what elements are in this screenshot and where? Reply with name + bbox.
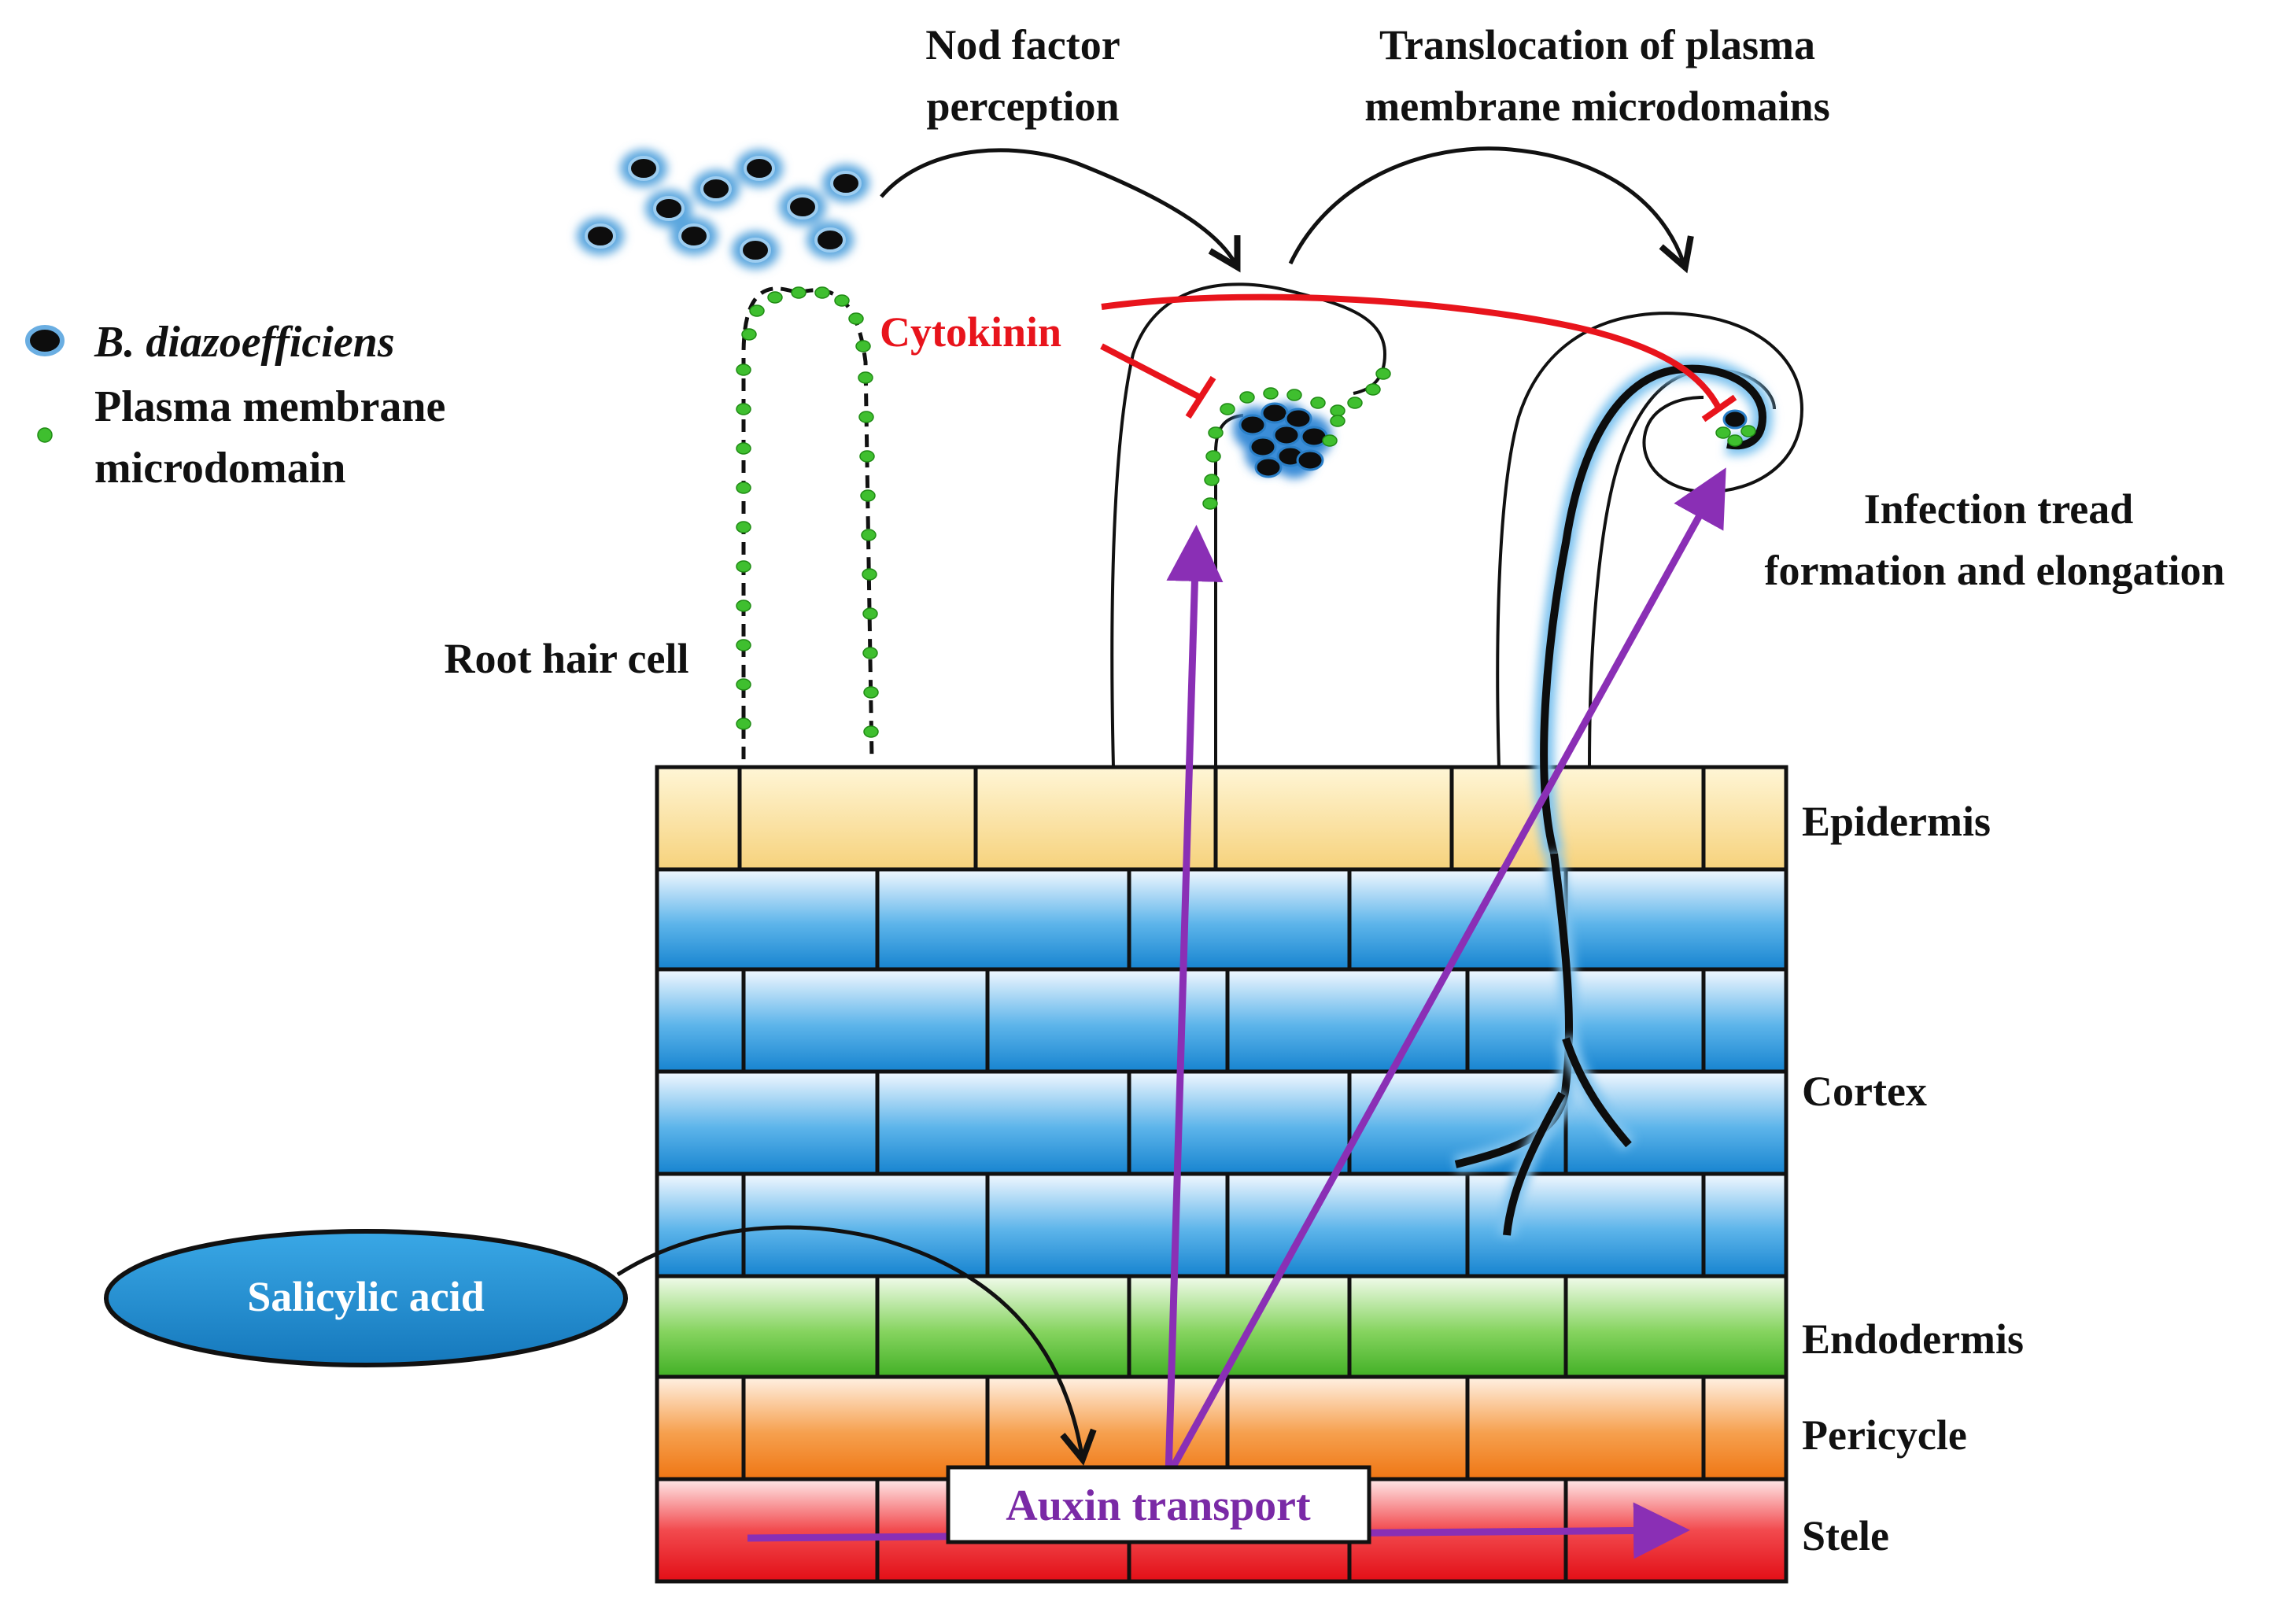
bacteria-cloud — [577, 149, 869, 269]
infection-thread — [1453, 358, 1774, 1237]
label-cortex: Cortex — [1802, 1068, 1927, 1115]
label-stele: Stele — [1802, 1512, 1889, 1559]
arrow-nod-factor — [880, 148, 1241, 273]
tissue-cortex — [655, 867, 1788, 1278]
legend: B. diazoefficiens Plasma membrane microd… — [25, 318, 445, 493]
microdomain-dots-2 — [1202, 367, 1391, 510]
tissue-pericycle — [655, 1374, 1788, 1481]
legend-microdomain-icon — [37, 427, 53, 443]
cytokinin-label: Cytokinin — [880, 308, 1061, 356]
legend-microdomain-label-1: Plasma membrane — [94, 382, 445, 431]
auxin-transport-label: Auxin transport — [1006, 1481, 1311, 1530]
label-pericycle: Pericycle — [1802, 1411, 1967, 1459]
nod-factor-label-1: Nod factor — [925, 21, 1120, 68]
cytokinin-inhibition — [1100, 293, 1737, 422]
salicylic-acid-node: Salicylic acid — [104, 1229, 628, 1367]
infection-label-2: formation and elongation — [1764, 547, 2224, 594]
arrow-salicylic — [616, 1225, 1097, 1466]
label-epidermis: Epidermis — [1802, 798, 1991, 845]
root-hair-3 — [1453, 312, 1804, 1237]
tissue-endodermis — [655, 1274, 1788, 1379]
legend-bacteria-icon — [25, 325, 65, 356]
translocation-label-1: Translocation of plasma — [1379, 21, 1815, 68]
root-hair-2 — [1110, 282, 1391, 768]
salicylic-acid-label: Salicylic acid — [247, 1273, 484, 1320]
infection-label-1: Infection tread — [1864, 485, 2133, 533]
legend-microdomain-label-2: microdomain — [94, 444, 345, 493]
root-hair-1 — [736, 286, 879, 760]
bacteria-cluster — [1233, 402, 1332, 478]
label-endodermis: Endodermis — [1802, 1315, 2024, 1363]
legend-bacteria-label: B. diazoefficiens — [94, 318, 395, 367]
arrow-translocation — [1288, 146, 1694, 274]
tissue-epidermis — [655, 765, 1788, 872]
root-hair-cell-label: Root hair cell — [445, 635, 689, 682]
translocation-label-2: membrane microdomains — [1364, 83, 1829, 130]
nod-factor-label-2: perception — [927, 83, 1120, 130]
auxin-transport-box: Auxin transport — [946, 1465, 1371, 1544]
microdomain-dots — [736, 286, 879, 738]
